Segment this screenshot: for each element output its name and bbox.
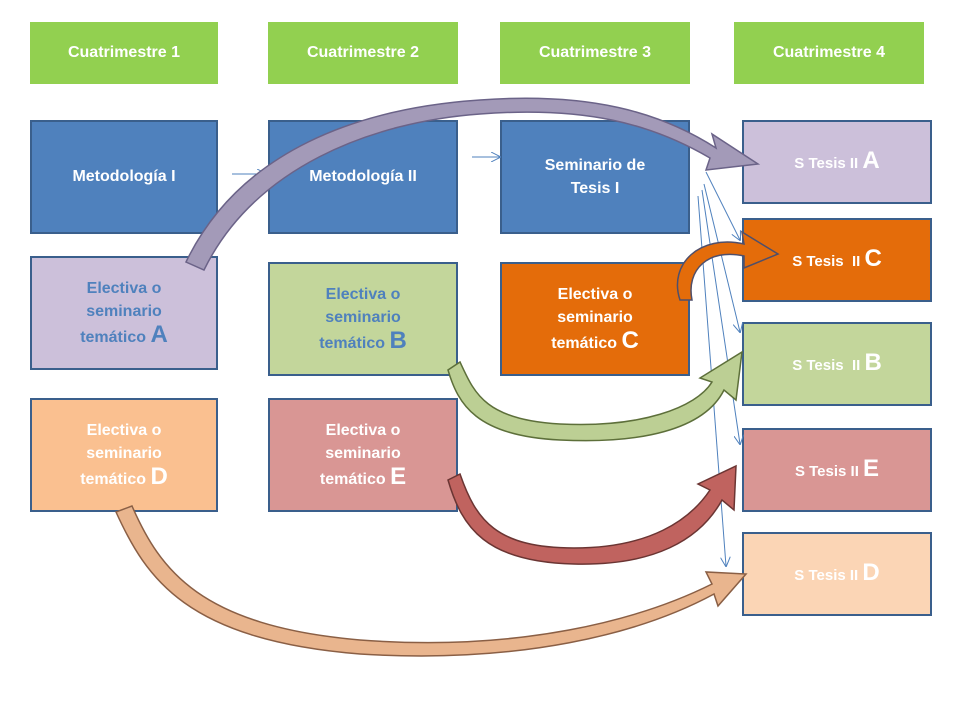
tesis-b-prefix: S Tesis II: [792, 357, 861, 375]
metodologia-1-label: Metodología I: [72, 168, 176, 186]
header-cuatrimestre-3: Cuatrimestre 3: [500, 22, 690, 84]
electiva-a-line2: seminario: [86, 302, 162, 320]
electiva-b-box: Electiva o seminario temático B: [268, 262, 458, 376]
seminario-tesis-1-label: Seminario de Tesis I: [544, 156, 646, 197]
curved-arrow-d: [114, 505, 748, 657]
fan-arrow-b: [703, 183, 740, 332]
electiva-e-line1: Electiva o: [325, 421, 401, 439]
tesis-d-prefix: S Tesis II: [794, 567, 859, 585]
electiva-a-line3: temático: [80, 329, 146, 347]
electiva-a-box: Electiva o seminario temático A: [30, 256, 218, 370]
metodologia-2-box: Metodología II: [268, 120, 458, 234]
fan-arrow-d: [697, 195, 726, 566]
electiva-c-box: Electiva o seminario temático C: [500, 262, 690, 376]
electiva-a-letter: A: [150, 321, 168, 349]
tesis-a-box: S Tesis II A: [742, 120, 932, 204]
electiva-c-line2: seminario: [557, 308, 633, 326]
electiva-c-line1: Electiva o: [557, 285, 633, 303]
electiva-e-line2: seminario: [325, 444, 401, 462]
tesis-b-box: S Tesis II B: [742, 322, 932, 406]
electiva-b-line1: Electiva o: [325, 285, 401, 303]
electiva-d-line2: seminario: [86, 444, 162, 462]
electiva-d-letter: D: [150, 463, 168, 491]
fan-arrow-e: [701, 189, 740, 444]
electiva-d-box: Electiva o seminario temático D: [30, 398, 218, 512]
curved-arrow-e: [447, 464, 737, 565]
header-cuatrimestre-4: Cuatrimestre 4: [734, 22, 924, 84]
seminario-tesis-1-box: Seminario de Tesis I: [500, 120, 690, 234]
electiva-e-letter: E: [390, 463, 407, 491]
electiva-d-line1: Electiva o: [86, 421, 162, 439]
electiva-c-line3: temático: [551, 335, 617, 353]
tesis-c-letter: C: [864, 245, 882, 273]
tesis-d-letter: D: [862, 559, 880, 587]
header-cuatrimestre-2: Cuatrimestre 2: [268, 22, 458, 84]
tesis-b-letter: B: [864, 349, 882, 377]
tesis-a-prefix: S Tesis II: [794, 155, 859, 173]
fan-arrow-c: [705, 171, 740, 240]
tesis-d-box: S Tesis II D: [742, 532, 932, 616]
metodologia-1-box: Metodología I: [30, 120, 218, 234]
electiva-e-box: Electiva o seminario temático E: [268, 398, 458, 512]
electiva-b-line3: temático: [319, 335, 385, 353]
metodologia-2-label: Metodología II: [309, 168, 417, 186]
tesis-e-letter: E: [863, 455, 880, 483]
electiva-b-letter: B: [389, 327, 407, 355]
electiva-e-line3: temático: [319, 471, 386, 489]
tesis-a-letter: A: [862, 147, 880, 175]
tesis-c-box: S Tesis II C: [742, 218, 932, 302]
electiva-d-line3: temático: [80, 471, 146, 489]
electiva-c-letter: C: [621, 327, 639, 355]
tesis-c-prefix: S Tesis II: [792, 253, 861, 271]
electiva-b-line2: seminario: [325, 308, 401, 326]
electiva-a-line1: Electiva o: [86, 279, 162, 297]
header-cuatrimestre-1: Cuatrimestre 1: [30, 22, 218, 84]
tesis-e-prefix: S Tesis II: [794, 463, 859, 481]
tesis-e-box: S Tesis II E: [742, 428, 932, 512]
